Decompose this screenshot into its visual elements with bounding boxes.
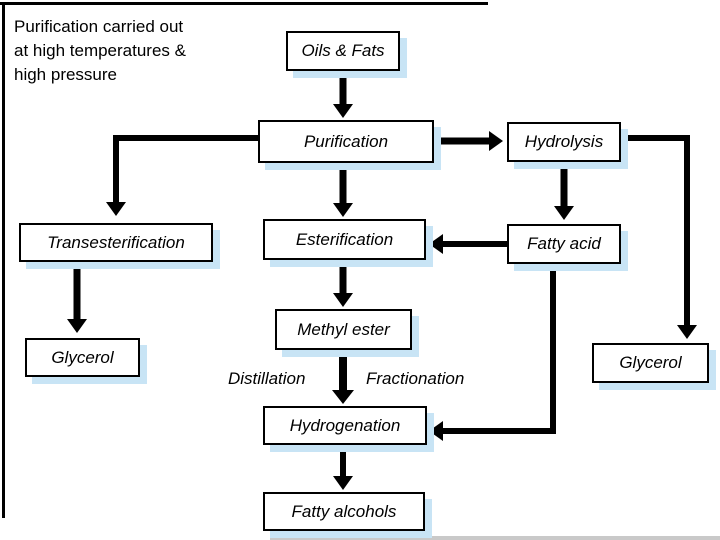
arrow-fatty-acid-to-esterification [429, 234, 507, 254]
node-fatty-alcohols: Fatty alcohols [263, 492, 425, 531]
arrow-oils-to-purification [333, 71, 353, 118]
node-glycerol-left: Glycerol [25, 338, 140, 377]
arrow-methyl-ester-to-hydrogenation [332, 350, 354, 404]
note-line: at high temperatures & [14, 41, 186, 60]
bottom-edge-strip [270, 536, 720, 540]
arrow-purification-to-hydrolysis [434, 131, 503, 151]
frame-border-left [2, 2, 5, 518]
arrow-esterification-to-methyl-ester [333, 260, 353, 307]
arrow-purification-to-transesterification [106, 135, 258, 216]
arrow-hydrogenation-to-fatty-alcohols [333, 445, 353, 490]
node-methyl-ester: Methyl ester [275, 309, 412, 350]
node-oils-fats: Oils & Fats [286, 31, 400, 71]
arrow-hydrolysis-to-glycerol-right [621, 135, 697, 339]
arrow-hydrolysis-to-fatty-acid [554, 162, 574, 220]
node-fatty-acid: Fatty acid [507, 224, 621, 264]
frame-border-top [0, 2, 488, 5]
label-fractionation: Fractionation [366, 369, 465, 388]
node-esterification: Esterification [263, 219, 426, 260]
arrow-fatty-acid-to-hydrogenation [429, 264, 556, 441]
label-distillation: Distillation [228, 369, 306, 388]
node-hydrolysis: Hydrolysis [507, 122, 621, 162]
node-transesterification: Transesterification [19, 223, 213, 262]
note-line: Purification carried out [14, 17, 184, 36]
note-text: Purification carried out at high tempera… [14, 15, 254, 87]
node-hydrogenation: Hydrogenation [263, 406, 427, 445]
node-glycerol-right: Glycerol [592, 343, 709, 383]
arrow-transesterification-to-glycerol-left [67, 262, 87, 333]
node-purification: Purification [258, 120, 434, 163]
arrow-purification-to-esterification [333, 163, 353, 217]
note-line: high pressure [14, 65, 118, 84]
